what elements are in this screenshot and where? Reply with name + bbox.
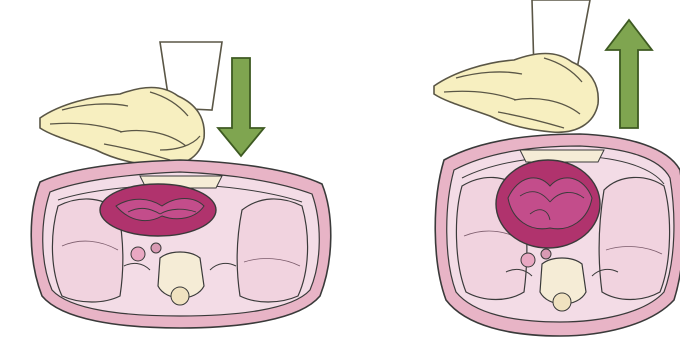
release-panel [434, 0, 680, 336]
thorax-cross-section-compressed [31, 160, 331, 328]
up-arrow-icon [606, 20, 652, 128]
thorax-cross-section-recoiled [435, 134, 680, 336]
down-arrow-icon [218, 58, 264, 156]
gloved-hands [40, 88, 204, 167]
gloved-hands [434, 54, 598, 133]
heart-compressed [100, 184, 216, 236]
heart-recoiled [496, 160, 600, 248]
compression-panel [31, 42, 331, 328]
